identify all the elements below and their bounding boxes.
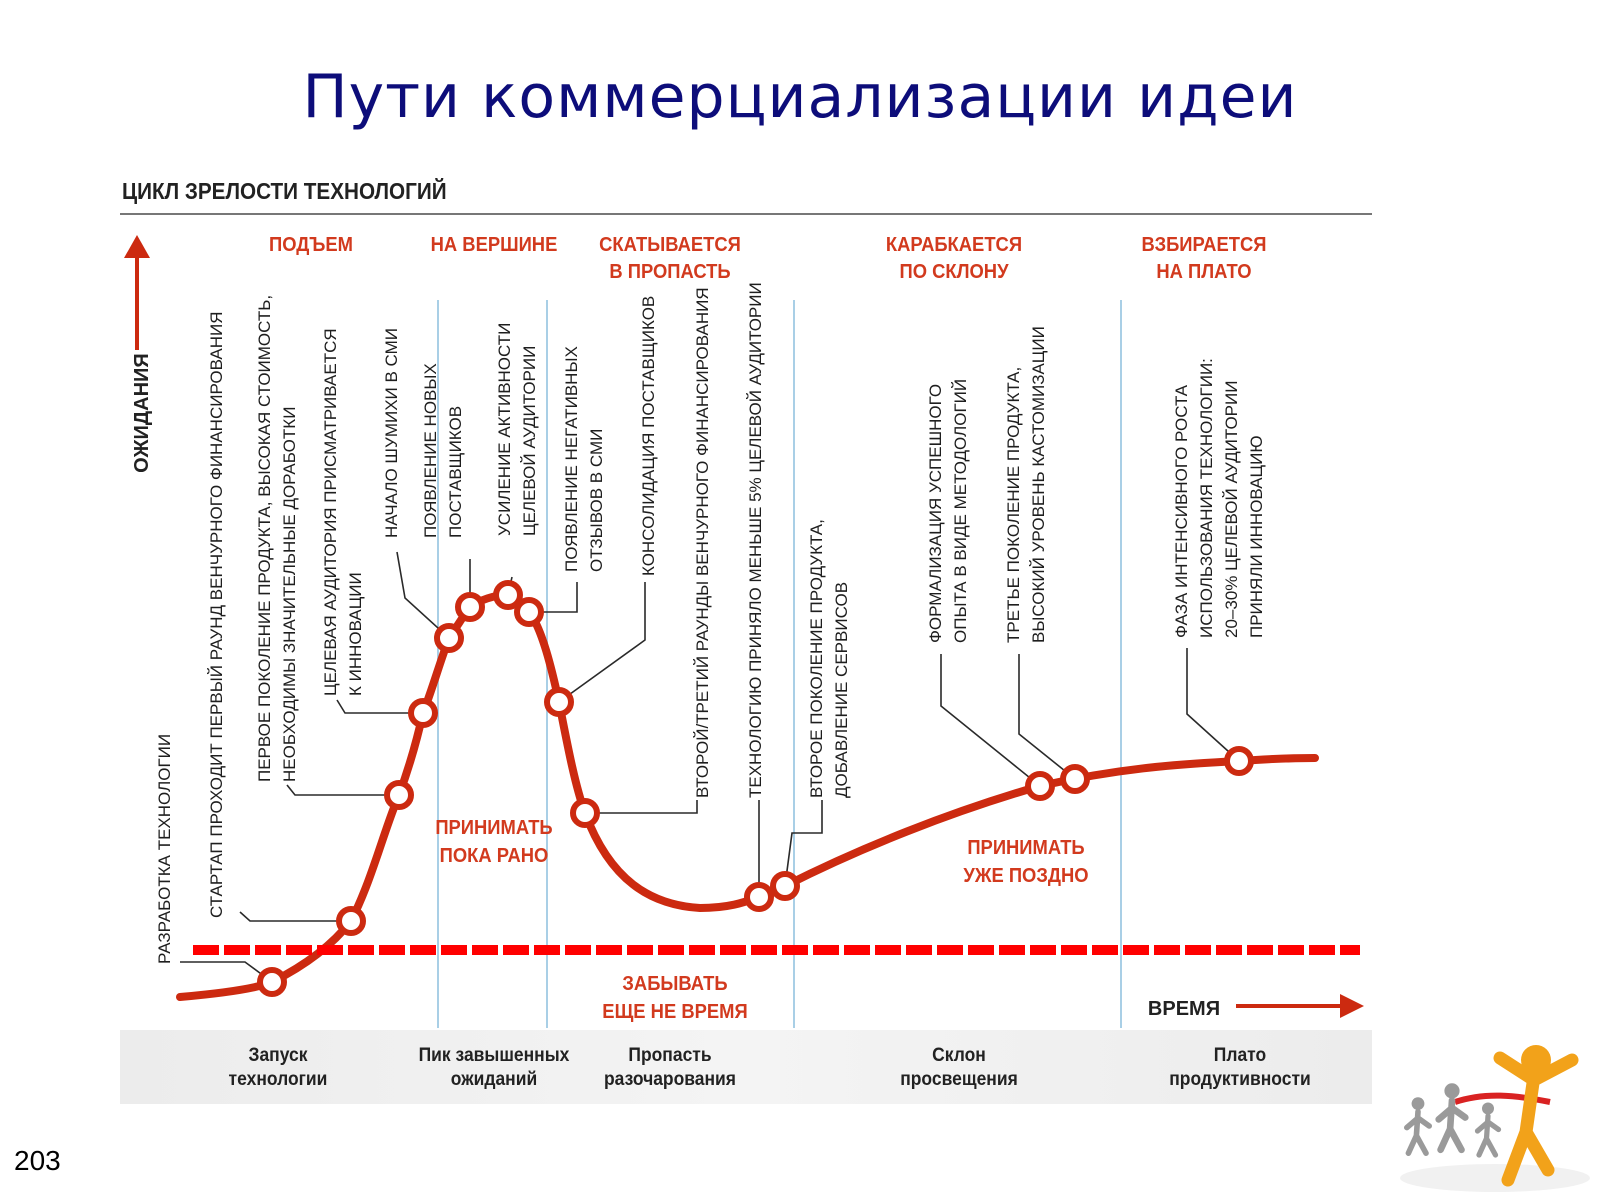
milestone-marker [455,592,485,622]
milestone-marker [1060,764,1090,794]
diagram-title: ЦИКЛ ЗРЕЛОСТИ ТЕХНОЛОГИЙ [122,178,447,204]
annotation-leader [239,911,351,922]
runner-body [1474,1113,1502,1158]
milestone-marker [493,580,523,610]
page-number: 203 [14,1145,61,1176]
annotation-label: РАЗРАБОТКА ТЕХНОЛОГИИ [155,734,174,964]
stage-band [120,1030,1372,1104]
y-axis-label: ОЖИДАНИЯ [131,353,153,473]
milestone-marker [744,882,774,912]
milestone-marker [770,871,800,901]
x-axis-arrow-head [1340,994,1364,1018]
milestone-marker [1224,746,1254,776]
annotation-label: ТРЕТЬЕ ПОКОЛЕНИЕ ПРОДУКТА,ВЫСОКИЙ УРОВЕН… [1004,326,1048,643]
milestone-marker [257,967,287,997]
x-axis-label: ВРЕМЯ [1148,998,1220,1020]
phase-header: ПОДЪЕМ [269,234,353,256]
running-people-icon [1400,1045,1590,1192]
winner-body [1493,1051,1579,1187]
annotation-label: СТАРТАП ПРОХОДИТ ПЕРВЫЙ РАУНД ВЕНЧУРНОГО… [207,311,226,918]
runner-body [1435,1097,1469,1154]
annotation-leader [1186,648,1240,762]
ground-shadow [1400,1164,1590,1192]
annotation-label: ВТОРОЕ ПОКОЛЕНИЕ ПРОДУКТА,ДОБАВЛЕНИЕ СЕР… [807,519,851,798]
milestone-marker [408,698,438,728]
annotation-label: ВТОРОЙ/ТРЕТИЙ РАУНДЫ ВЕНЧУРНОГО ФИНАНСИР… [693,287,712,798]
winner-head [1521,1045,1551,1075]
runner-head [1444,1083,1460,1099]
runner-body [1404,1108,1432,1156]
annotation-leader [585,800,698,814]
annotation-leader [396,551,450,639]
annotation-leader [784,800,823,887]
annotation-leader [558,582,646,703]
slide-title: Пути коммерциализации идеи [302,62,1298,132]
milestone-marker [570,798,600,828]
milestone-marker [544,687,574,717]
y-axis-arrow-head [124,235,150,258]
annotation-leader [1018,654,1076,780]
runner-head [1411,1097,1425,1110]
annotation-label: НАЧАЛО ШУМИХИ В СМИ [382,328,401,538]
annotation-leader [529,582,578,613]
annotation-label: КОНСОЛИДАЦИЯ ПОСТАВЩИКОВ [639,296,658,576]
milestone-marker [384,780,414,810]
milestone-marker [514,597,544,627]
annotation-leader [286,784,399,796]
phase-header: НА ВЕРШИНЕ [431,234,558,256]
annotation-leader [336,699,423,714]
milestone-marker [336,906,366,936]
hype-curve [176,590,1319,1001]
annotation-label: ПЕРВОЕ ПОКОЛЕНИЕ ПРОДУКТА, ВЫСОКАЯ СТОИМ… [255,295,299,782]
milestone-marker [434,623,464,653]
annotation-leader [940,654,1041,787]
annotation-label: ТЕХНОЛОГИЮ ПРИНЯЛО МЕНЬШЕ 5% ЦЕЛЕВОЙ АУД… [746,282,765,798]
finish-ribbon [1454,1092,1551,1105]
milestone-marker [1025,771,1055,801]
runner-head [1482,1102,1494,1115]
